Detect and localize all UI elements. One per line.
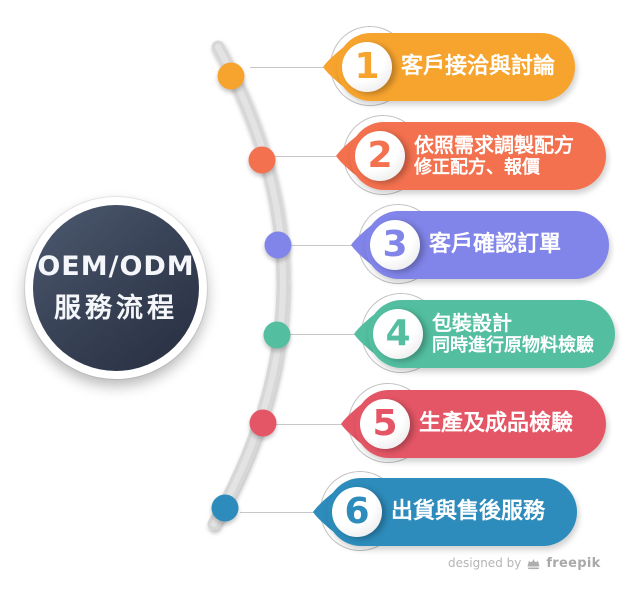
- step-2-number-badge: 2: [355, 131, 405, 181]
- step-4-text: 包裝設計 同時進行原物料檢驗: [432, 300, 605, 368]
- connector-line-6: [240, 512, 330, 513]
- step-2-sublabel: 修正配方、報價: [414, 156, 540, 178]
- credit-text: designed by: [448, 556, 522, 570]
- step-5-number: 5: [372, 403, 398, 444]
- timeline-dot-1: [217, 62, 245, 90]
- step-4-sublabel: 同時進行原物料檢驗: [432, 334, 594, 356]
- step-6: 6 出貨與售後服務: [313, 471, 577, 551]
- hub-title-line2: 服務流程: [54, 293, 178, 324]
- step-4-label: 包裝設計: [432, 310, 512, 335]
- step-1-text: 客戶接洽與討論: [401, 33, 565, 101]
- step-2-text: 依照需求調製配方 修正配方、報價: [414, 122, 596, 190]
- step-4: 4 包裝設計 同時進行原物料檢驗: [354, 293, 615, 373]
- step-1-label: 客戶接洽與討論: [401, 53, 556, 79]
- step-4-number-badge: 4: [373, 309, 423, 359]
- step-2-label: 依照需求調製配方: [414, 132, 574, 157]
- connector-line-1: [250, 67, 340, 68]
- step-1-number-badge: 1: [342, 42, 392, 92]
- step-6-number-badge: 6: [332, 487, 382, 537]
- step-3: 3 客戶確認訂單: [351, 204, 609, 284]
- step-2-number: 2: [367, 135, 393, 176]
- step-6-label: 出貨與售後服務: [391, 498, 546, 524]
- step-3-label: 客戶確認訂單: [429, 231, 562, 257]
- brand-text: freepik: [546, 555, 601, 571]
- step-5-text: 生產及成品檢驗: [419, 390, 596, 458]
- step-5-label: 生產及成品檢驗: [419, 410, 574, 436]
- connector-line-2: [272, 156, 352, 157]
- step-6-number: 6: [344, 491, 370, 532]
- connector-line-4: [287, 334, 370, 335]
- timeline-dot-3: [264, 231, 292, 259]
- timeline-dot-5: [249, 409, 277, 437]
- hub-circle-inner: OEM/ODM 服務流程: [33, 205, 199, 371]
- hub-title-line1: OEM/ODM: [37, 251, 195, 282]
- freepik-logo-icon: [527, 558, 540, 569]
- step-5: 5 生產及成品檢驗: [341, 383, 606, 463]
- connector-line-5: [273, 424, 357, 425]
- step-1-number: 1: [354, 46, 380, 87]
- step-3-number-badge: 3: [370, 220, 420, 270]
- step-3-number: 3: [382, 224, 408, 265]
- timeline-dot-2: [248, 146, 276, 174]
- step-1: 1 客戶接洽與討論: [323, 26, 575, 106]
- step-5-number-badge: 5: [360, 399, 410, 449]
- step-4-number: 4: [385, 313, 411, 354]
- step-2: 2 依照需求調製配方 修正配方、報價: [336, 115, 606, 195]
- hub-circle: OEM/ODM 服務流程: [25, 197, 207, 379]
- step-3-text: 客戶確認訂單: [429, 211, 599, 279]
- timeline-dot-6: [211, 494, 239, 522]
- connector-line-3: [288, 245, 367, 246]
- step-6-text: 出貨與售後服務: [391, 478, 567, 546]
- timeline-dot-4: [263, 321, 291, 349]
- footer-credit: designed by freepik: [448, 555, 601, 571]
